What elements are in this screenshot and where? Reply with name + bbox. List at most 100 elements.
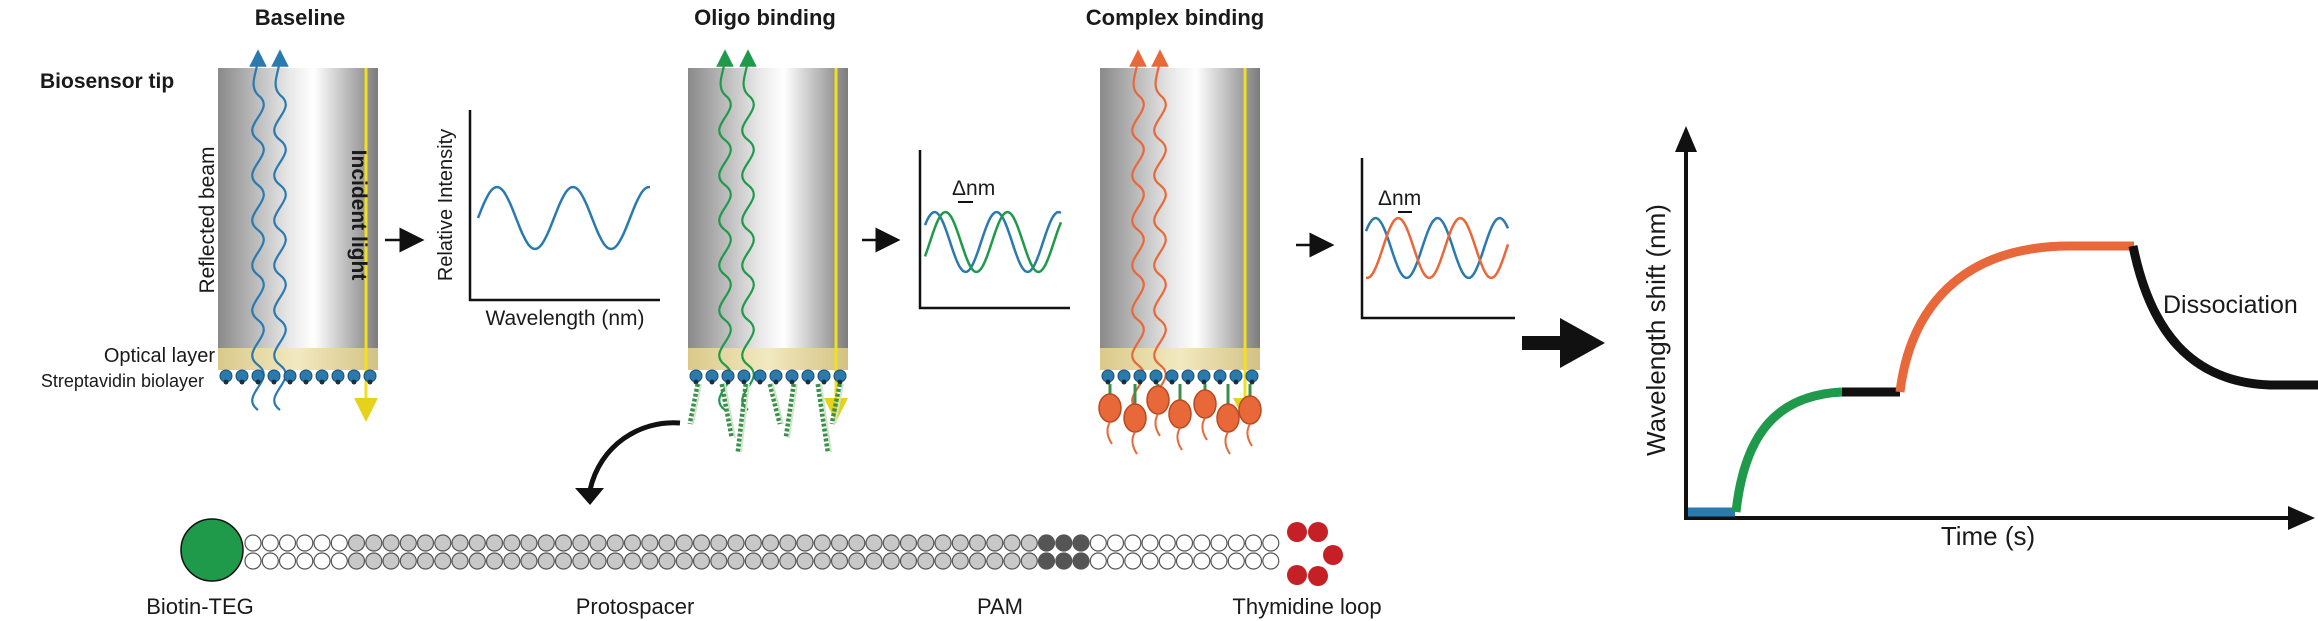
oligo-strand (783, 383, 797, 439)
nucleotide (1037, 534, 1056, 552)
streptavidin-bead-core (1169, 379, 1175, 385)
nucleotide (848, 552, 866, 570)
nucleotide (485, 552, 504, 570)
optical-layer-label: Optical layer (104, 345, 215, 367)
nucleotide (882, 552, 900, 570)
nucleotide (1089, 534, 1107, 552)
nucleotide (1089, 552, 1107, 570)
nucleotide (1072, 552, 1090, 570)
nucleotide (451, 552, 469, 570)
oligo-structure (180, 518, 1343, 586)
oligo-strand-highlight (788, 383, 798, 439)
biosensor-tip-label: Biosensor tip (40, 70, 174, 93)
pam-label: PAM (977, 594, 1023, 619)
nucleotide (813, 534, 831, 552)
protein-tail (1176, 427, 1183, 451)
nucleotide (986, 534, 1004, 552)
streptavidin-bead-core (319, 379, 325, 385)
streptavidin-bead-core (773, 379, 779, 385)
streptavidin-bead-core (805, 379, 811, 385)
nucleotide (1193, 534, 1211, 552)
nucleotide (1055, 552, 1073, 570)
nucleotide (399, 534, 417, 552)
nucleotide (848, 534, 866, 552)
nucleotide (554, 552, 573, 570)
oligo-strand-highlight (834, 383, 844, 425)
protein-complex (1168, 399, 1192, 429)
stage-title-baseline: Baseline (255, 5, 346, 30)
curved-arrow-head (575, 488, 604, 505)
nucleotide (830, 534, 849, 552)
nucleotide (434, 552, 452, 570)
delta-nm-label-2: Δnm (1378, 187, 1421, 210)
nucleotide (537, 534, 555, 552)
nucleotide (572, 534, 590, 552)
nucleotide (761, 552, 780, 570)
nucleotide (1244, 552, 1263, 570)
nucleotide (520, 534, 538, 552)
nucleotide (1037, 552, 1056, 570)
complex-association-curve (1895, 241, 2134, 393)
nucleotide (899, 534, 918, 552)
nucleotide (951, 552, 969, 570)
streptavidin-bead-core (335, 379, 341, 385)
protein-tail (1131, 431, 1138, 455)
oligo-strand-highlight (692, 383, 702, 425)
streptavidin-bead-core (1185, 379, 1191, 385)
nucleotide (1124, 552, 1142, 570)
nucleotide (951, 534, 969, 552)
streptavidin-bead-core (1217, 379, 1223, 385)
nucleotide (554, 534, 573, 552)
oligo-strand-highlight (772, 383, 784, 425)
nucleotide (623, 534, 642, 552)
nucleotide (520, 552, 538, 570)
nucleotide (589, 552, 607, 570)
nucleotide (330, 534, 348, 552)
protein-complex (1146, 385, 1170, 415)
nucleotide (1244, 534, 1263, 552)
nucleotide (692, 534, 711, 552)
nucleotide (278, 552, 297, 570)
streptavidin-bead-core (1121, 379, 1127, 385)
nucleotide (1003, 534, 1021, 552)
nucleotide (1141, 534, 1159, 552)
nucleotide (382, 534, 400, 552)
nucleotide (347, 534, 366, 552)
biotin-teg-sphere (180, 518, 244, 582)
protospacer-label: Protospacer (576, 594, 695, 619)
nucleotide (865, 552, 883, 570)
nucleotide (1227, 534, 1245, 552)
nucleotide (1124, 534, 1142, 552)
biosensor-tip-oligo (687, 49, 848, 453)
streptavidin-bead-core (1105, 379, 1111, 385)
streptavidin-bead-core (1233, 379, 1239, 385)
streptavidin-bead-core (741, 379, 747, 385)
incident-light-label: Incident light (347, 150, 370, 281)
nucleotide (1020, 552, 1038, 570)
protein-tail (1246, 423, 1253, 447)
oligo-strand (735, 383, 749, 453)
oligo-strand-highlight (820, 383, 832, 453)
streptavidin-bead-core (757, 379, 763, 385)
nucleotide (503, 552, 521, 570)
dissociation-label: Dissociation (2163, 291, 2298, 319)
nucleotide (589, 534, 607, 552)
nucleotide (1106, 534, 1125, 552)
nucleotide (606, 534, 624, 552)
nucleotide (365, 534, 383, 552)
nucleotide (1210, 534, 1228, 552)
protein-complex (1238, 395, 1262, 425)
nucleotide (727, 552, 745, 570)
nucleotide (779, 552, 797, 570)
nucleotide (1003, 552, 1021, 570)
nucleotide (675, 534, 693, 552)
oligo-strand (687, 383, 701, 425)
oligo-strand (829, 383, 843, 425)
nucleotide (658, 534, 676, 552)
relative-intensity-label: Relative Intensity (435, 129, 457, 281)
nucleotide (1227, 552, 1245, 570)
dissociation-curve (2128, 245, 2318, 390)
nucleotide (382, 552, 400, 570)
biosensor-tip-baseline (218, 49, 378, 422)
